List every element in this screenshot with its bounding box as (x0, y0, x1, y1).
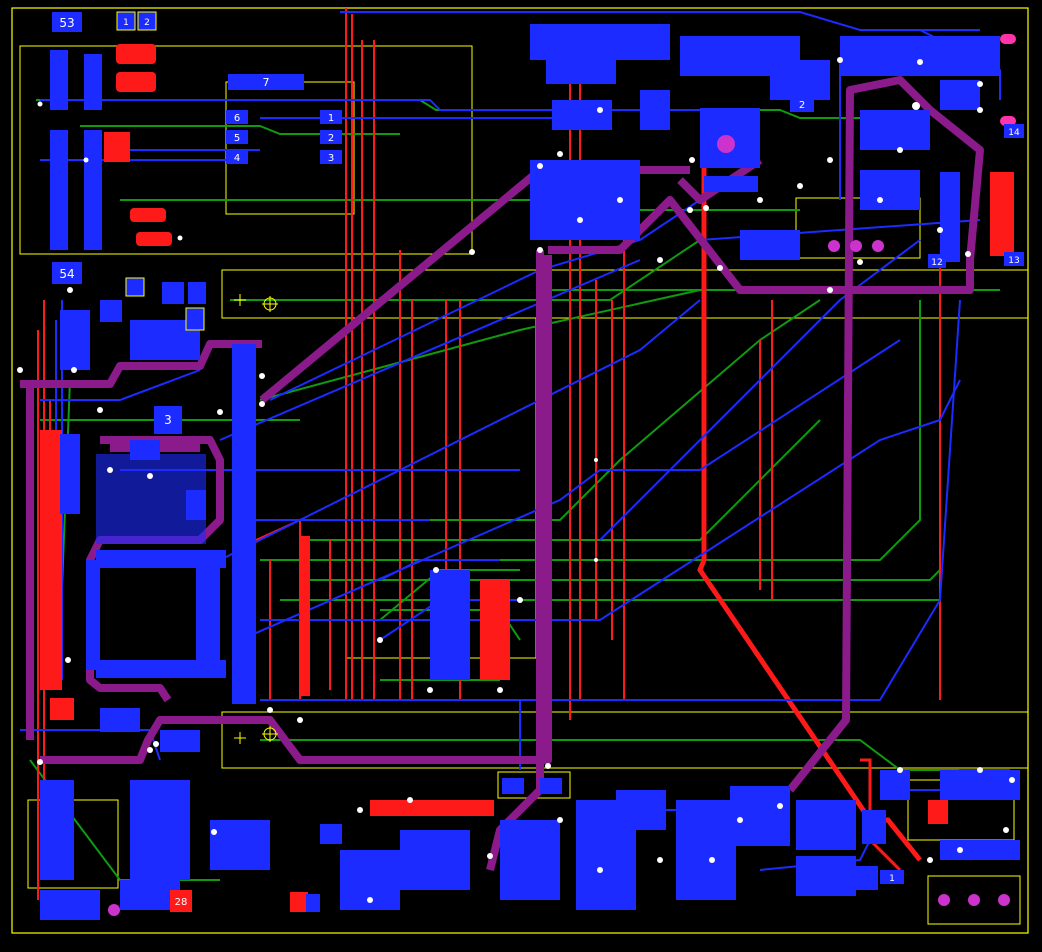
relay-pin-1-pad (320, 110, 342, 124)
pad-13-label: 13 (1008, 256, 1019, 266)
relay-pin-5-pad (226, 130, 248, 144)
relay-pin-2-label: 2 (328, 133, 334, 144)
vias (17, 57, 1015, 903)
fiducial-markers (234, 294, 278, 744)
relay-pin-6-pad (226, 110, 248, 124)
relay-pin-1-label: 1 (328, 113, 334, 124)
component-label-2: 2 (799, 100, 805, 111)
board-outline (11, 7, 1029, 934)
thru-hole-pads-tr (1000, 34, 1016, 126)
relay-pin-3-label: 3 (328, 153, 334, 164)
labeled-pads: 53 1 2 54 7 3 12 13 14 28 2 1 (50, 11, 1024, 912)
top-pad-1-label: 1 (123, 18, 129, 28)
relay-pin-3-pad (320, 150, 342, 164)
pad-28-label: 28 (175, 897, 188, 908)
relay-pin-4-label: 4 (234, 153, 240, 164)
red-power-trace (697, 140, 922, 862)
pad-14-label: 14 (1008, 128, 1020, 138)
purple-power-traces (20, 76, 984, 871)
relay-pin-5-label: 5 (234, 133, 240, 144)
component-label-1: 1 (889, 874, 895, 884)
pad-12-label: 12 (931, 258, 942, 268)
top-pad-2-label: 2 (144, 18, 150, 28)
thru-hole-pads (108, 135, 1010, 916)
pad-3-label: 3 (164, 413, 172, 427)
relay-pin-4-pad (226, 150, 248, 164)
relay-footprint: 6 5 4 1 2 3 (226, 110, 342, 164)
pad-54-label: 54 (59, 267, 74, 281)
red-power-trace-2 (860, 758, 902, 872)
red-traces (37, 8, 941, 900)
ic-footprints (40, 50, 1014, 816)
smd-components (40, 24, 1020, 920)
relay-pin-2-pad (320, 130, 342, 144)
pad-7-label: 7 (263, 76, 270, 89)
relay-pin-6-label: 6 (234, 113, 240, 124)
pad-53-label: 53 (59, 16, 74, 30)
